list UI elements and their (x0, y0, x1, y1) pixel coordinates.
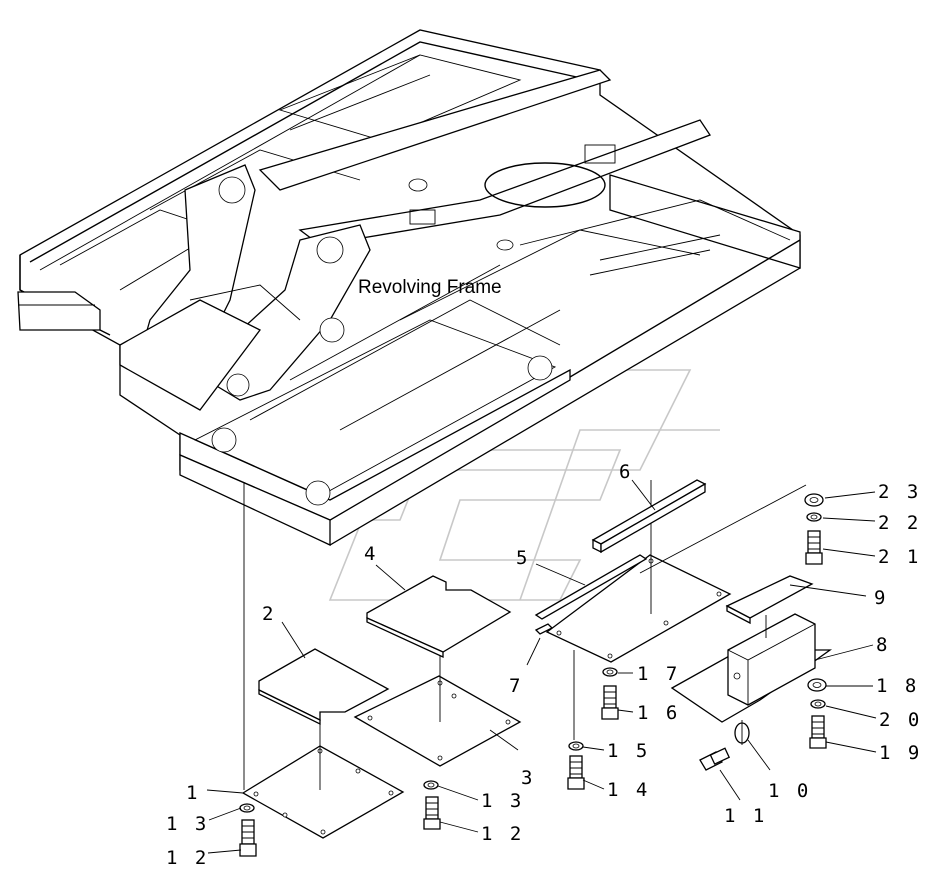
fastener-bolt-12-right (423, 796, 441, 830)
fastener-washer-13-right (423, 780, 439, 790)
frame-label: Revolving Frame (358, 277, 502, 298)
fastener-bolt-12-left (239, 819, 257, 857)
part-5-cover-plate (545, 480, 732, 663)
callout-19: 1 9 (879, 742, 922, 764)
callout-6: 6 (619, 461, 633, 483)
fastener-bolt-16 (601, 685, 619, 720)
callout-21: 2 1 (878, 546, 921, 568)
part-1-cover-plate (241, 718, 405, 839)
callout-9: 9 (874, 587, 888, 609)
callout-23: 2 3 (878, 481, 921, 503)
callout-17: 1 7 (637, 663, 680, 685)
fastener-washer-20 (810, 699, 826, 709)
part-9-cover (725, 575, 814, 638)
part-11-bolt (699, 747, 731, 771)
callout-18: 1 8 (876, 675, 919, 697)
callout-labels: 1 2 3 4 5 6 7 8 9 1 0 1 1 1 2 1 2 1 3 1 … (166, 461, 922, 869)
part-10-clip (734, 720, 750, 745)
callout-10: 1 0 (768, 780, 811, 802)
callout-5: 5 (516, 547, 530, 569)
fastener-bolt-14 (567, 755, 585, 790)
callout-12-left: 1 2 (166, 847, 209, 869)
fastener-washer-18 (807, 678, 827, 692)
fastener-bolt-21 (805, 530, 823, 565)
part-3-cover-plate (353, 656, 522, 767)
callout-4: 4 (364, 543, 378, 565)
callout-1: 1 (186, 782, 200, 804)
callout-13-right: 1 3 (481, 790, 524, 812)
callout-20: 2 0 (879, 709, 922, 731)
callout-13-left: 1 3 (166, 813, 209, 835)
callout-14: 1 4 (607, 779, 650, 801)
callout-22: 2 2 (878, 512, 921, 534)
fastener-washer-17 (602, 667, 618, 677)
callout-12-right: 1 2 (481, 823, 524, 845)
part-8-box-bracket (639, 484, 833, 723)
leader-lines (206, 479, 877, 854)
part-6-bar (591, 479, 707, 554)
fastener-washer-15 (568, 741, 584, 751)
callout-8: 8 (876, 634, 890, 656)
fastener-washer-22 (806, 512, 822, 522)
part-4-cover-block (366, 575, 512, 659)
callout-2: 2 (262, 603, 276, 625)
callout-15: 1 5 (607, 740, 650, 762)
callout-11: 1 1 (724, 805, 767, 827)
fastener-bolt-19 (809, 715, 827, 749)
callout-7: 7 (509, 675, 523, 697)
callout-3: 3 (521, 767, 535, 789)
revolving-frame (17, 29, 801, 547)
fastener-washer-23 (804, 493, 824, 507)
part-2-cover-block (258, 648, 390, 726)
callout-16: 1 6 (637, 702, 680, 724)
part-7-strip (534, 554, 648, 635)
fastener-washer-13-left (239, 803, 255, 813)
